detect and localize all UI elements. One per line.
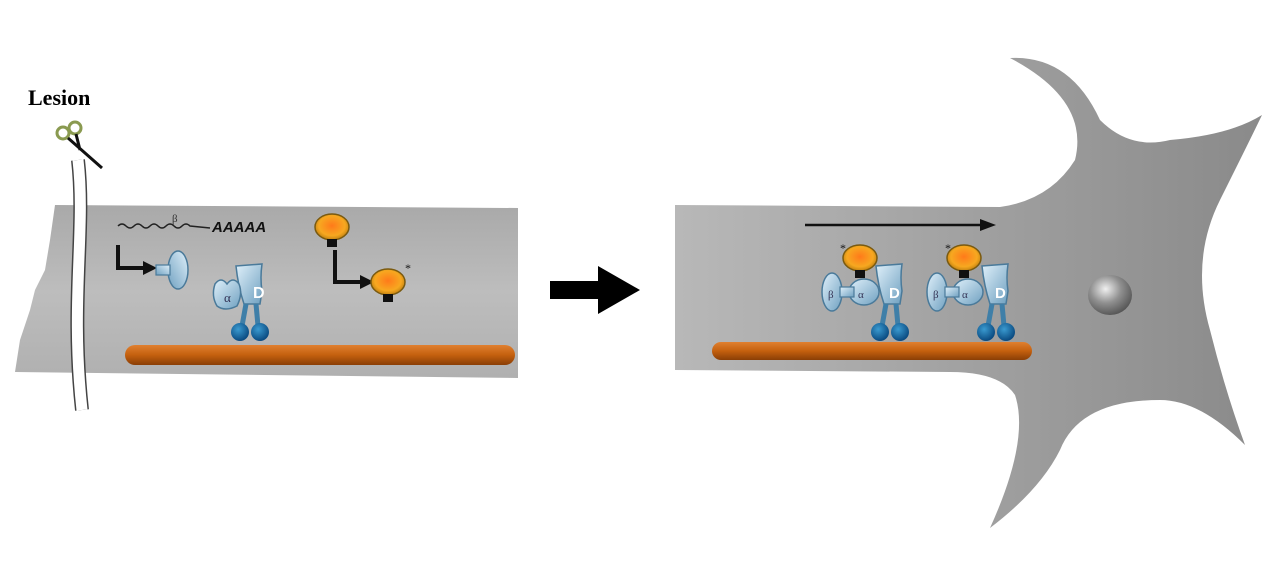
axon-segment-left <box>15 205 518 378</box>
motor-complex-1: D α β * <box>821 241 909 341</box>
mrna-strand <box>117 223 211 229</box>
beta-label: β <box>933 289 939 301</box>
microtubule-left <box>125 345 515 365</box>
translation-arrow-icon <box>116 245 145 270</box>
lesion-label: Lesion <box>28 85 90 110</box>
dynein-label: D <box>995 285 1006 302</box>
dynein-label: D <box>253 285 265 302</box>
phospho-mark: * <box>840 241 846 255</box>
microtubule-right <box>712 342 1032 360</box>
nucleus <box>1088 275 1132 315</box>
importin-alpha-protein <box>212 279 242 310</box>
alpha-label: α <box>962 289 968 301</box>
phospho-mark: * <box>945 241 951 255</box>
motor-complex-2: D α β * <box>926 241 1015 341</box>
transition-arrow-icon <box>550 266 640 314</box>
poly-a-tail-label: AAAAA <box>211 219 266 236</box>
activation-arrow-icon <box>333 250 362 284</box>
scissors-icon <box>55 120 103 170</box>
mrna-beta-label: β <box>172 213 178 225</box>
beta-label: β <box>828 289 834 301</box>
alpha-label: α <box>858 289 864 301</box>
injured-axon-panel: Lesion β AAAAA D α * <box>15 85 518 411</box>
dynein-label: D <box>889 285 900 302</box>
neuron-panel: D α β * D α β * <box>675 57 1262 528</box>
phospho-mark: * <box>405 261 411 275</box>
alpha-label: α <box>224 290 231 305</box>
